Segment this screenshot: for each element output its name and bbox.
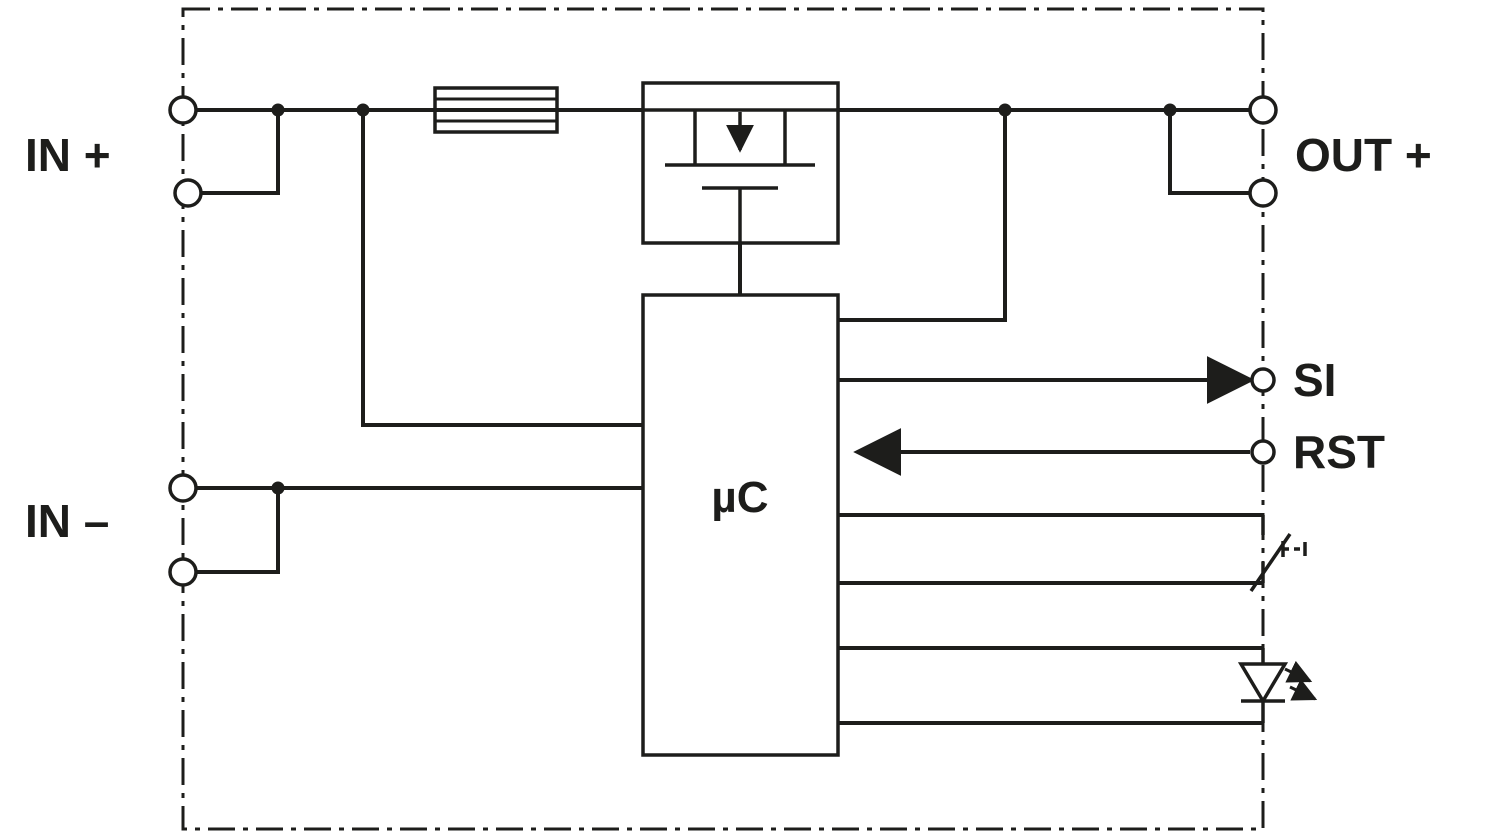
wire-in-plus-bridge [201, 110, 280, 195]
microcontroller-box [641, 293, 840, 757]
rst-label: RST [1293, 426, 1385, 478]
led-emission-arrow [1289, 678, 1318, 701]
terminals [168, 95, 1278, 587]
terminal-rst [1250, 439, 1276, 465]
junction-dots [271, 103, 1177, 495]
microcontroller: µC [641, 293, 840, 757]
terminal-in-minus-2 [168, 557, 198, 587]
si-label: SI [1293, 354, 1336, 406]
junction-dot [1163, 103, 1177, 117]
microcontroller-label: µC [711, 473, 768, 522]
wire-in-minus-bridge [196, 488, 280, 574]
wiring [196, 108, 1263, 725]
wire-out-plus-bridge [1168, 110, 1250, 195]
out-plus-label: OUT + [1295, 129, 1432, 181]
junction-dot [356, 103, 370, 117]
fuse-inner-rect [433, 97, 559, 123]
terminal-in-plus-2 [173, 178, 203, 208]
terminal-out-plus-2 [1248, 178, 1278, 208]
wire-output-sense-to-uc [838, 110, 1007, 322]
in-minus-label: IN – [25, 495, 109, 547]
push-button-switch [1249, 515, 1307, 592]
fuse-symbol [433, 86, 559, 134]
terminal-out-plus-1 [1248, 95, 1278, 125]
led-triangle [1237, 662, 1289, 705]
mosfet-switch [641, 81, 840, 245]
junction-dot [271, 103, 285, 117]
terminal-in-plus-1 [168, 95, 198, 125]
led-emission-arrow [1284, 660, 1313, 683]
terminal-in-minus-1 [168, 473, 198, 503]
terminal-si [1250, 367, 1276, 393]
led-indicator [1237, 648, 1318, 723]
junction-dot [271, 481, 285, 495]
junction-dot [998, 103, 1012, 117]
in-plus-label: IN + [25, 129, 111, 181]
labels: IN + IN – OUT + SI RST [25, 129, 1432, 547]
device-boundary [181, 7, 1265, 831]
wire-input-sense-to-uc [361, 110, 643, 427]
